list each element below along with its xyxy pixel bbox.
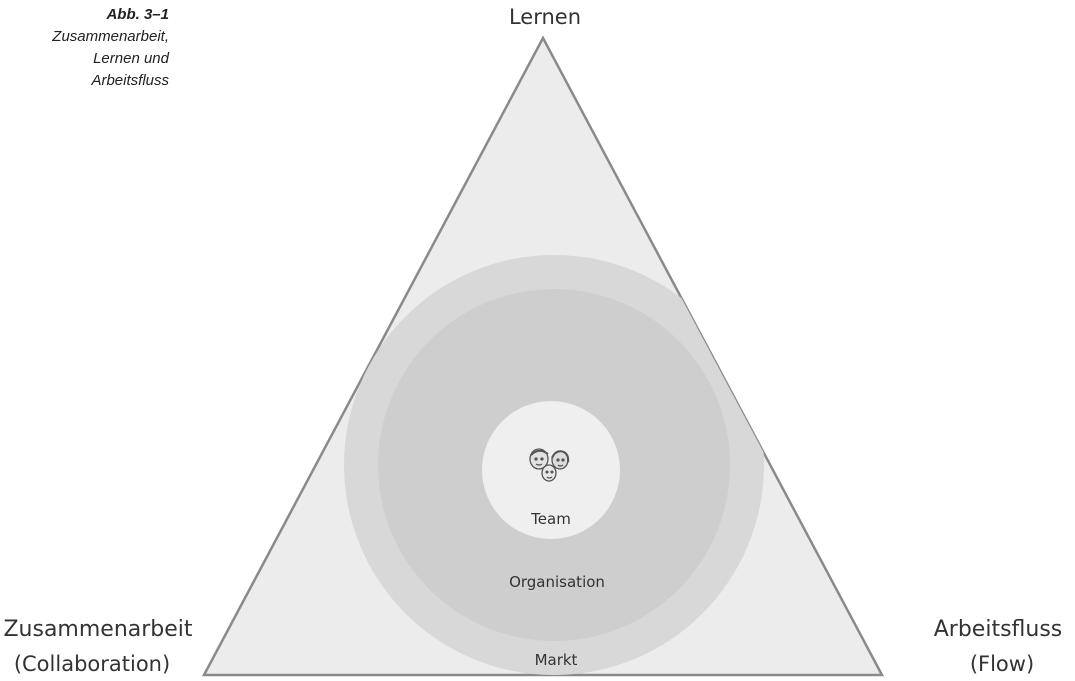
vertex-sublabel-bottom-right: (Flow) (970, 652, 1034, 676)
vertex-label-top: Lernen (509, 5, 581, 29)
figure-caption: Abb. 3–1 Zusammenarbeit, Lernen und Arbe… (0, 4, 169, 92)
vertex-label-bottom-right: Arbeitsfluss (934, 617, 1063, 642)
vertex-label-bottom-left: Zusammenarbeit (3, 617, 192, 642)
label-organisation: Organisation (509, 573, 605, 591)
team-faces-icon (529, 448, 570, 482)
figure-number: Abb. 3–1 (106, 6, 169, 23)
caption-line-3: Arbeitsfluss (91, 72, 169, 89)
label-team: Team (530, 510, 571, 528)
caption-line-1: Zusammenarbeit, (52, 28, 169, 45)
vertex-sublabel-bottom-left: (Collaboration) (14, 652, 170, 676)
caption-line-2: Lernen und (93, 50, 169, 67)
label-markt: Markt (535, 651, 578, 669)
